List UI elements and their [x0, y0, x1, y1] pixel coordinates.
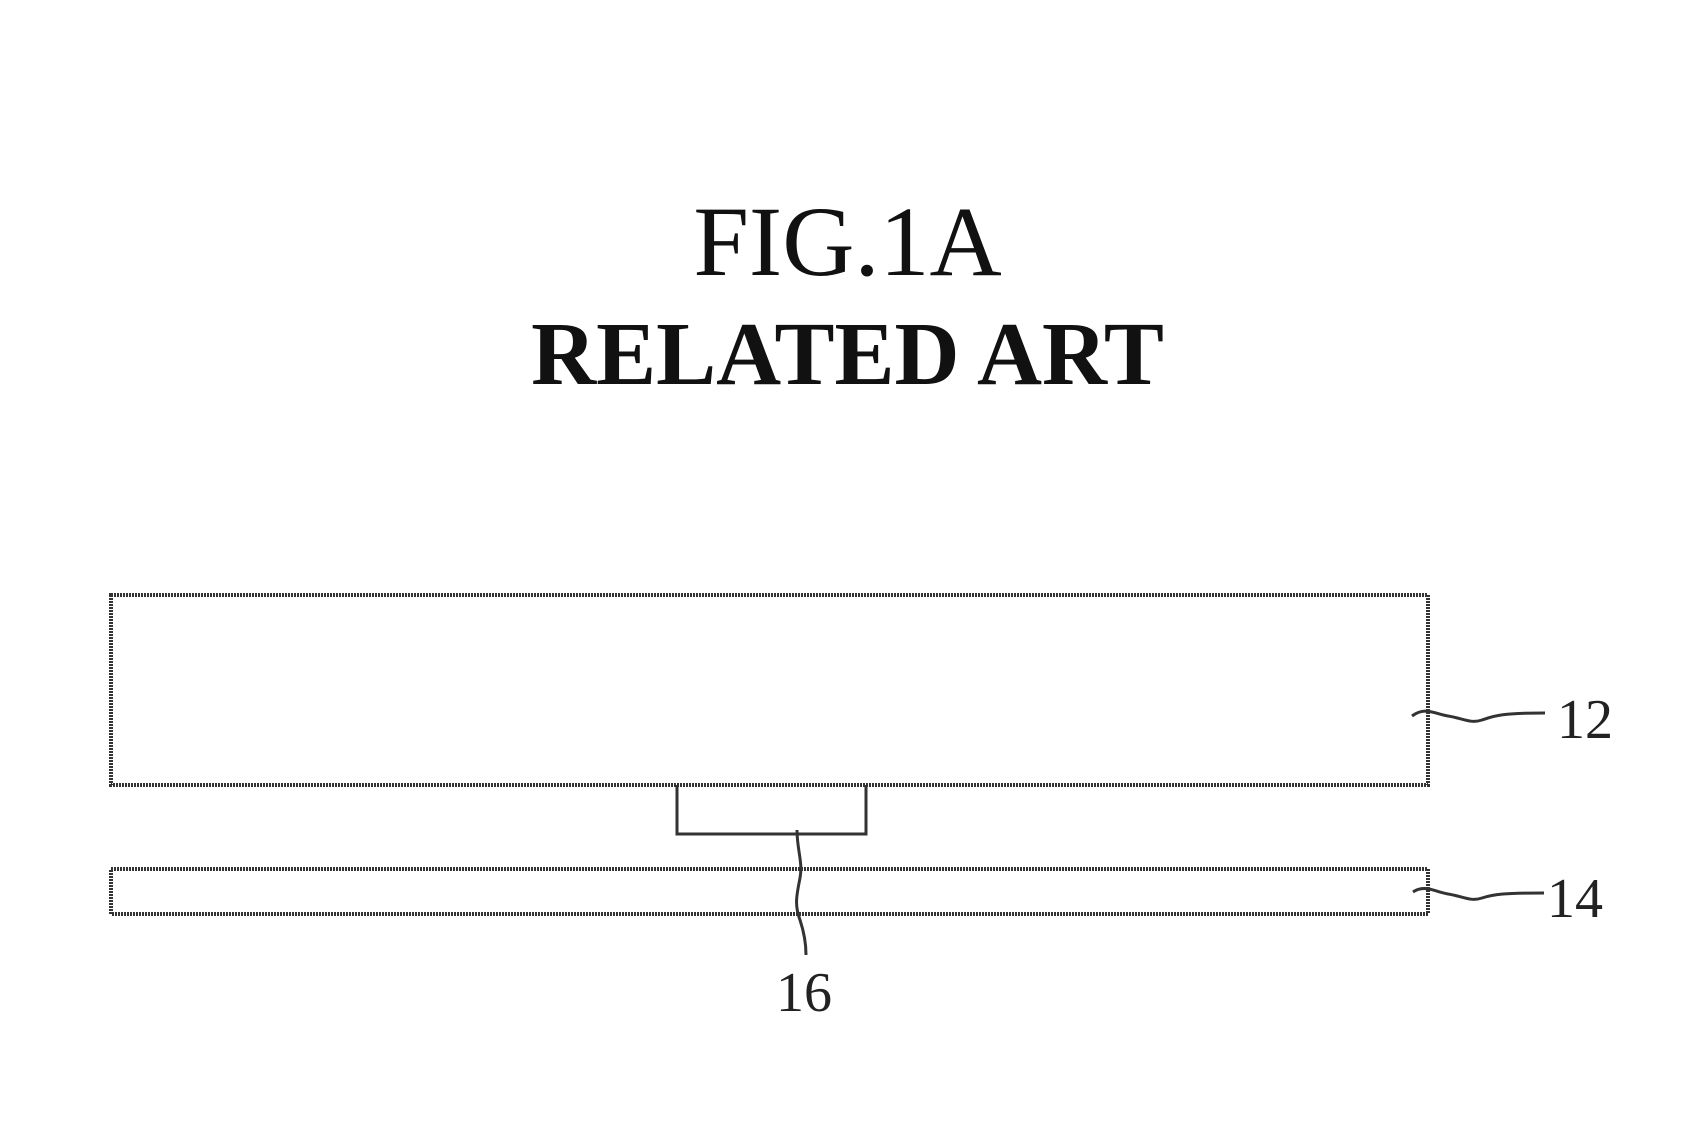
label-12: 12	[1557, 689, 1613, 751]
leader-line-12	[1412, 711, 1545, 721]
label-14: 14	[1547, 868, 1603, 930]
upper-plate	[111, 595, 1428, 785]
label-16: 16	[776, 962, 832, 1024]
leader-line-14	[1413, 889, 1544, 900]
lower-plate	[111, 869, 1428, 914]
spacer-block	[677, 785, 866, 834]
leader-line-16	[797, 830, 806, 955]
